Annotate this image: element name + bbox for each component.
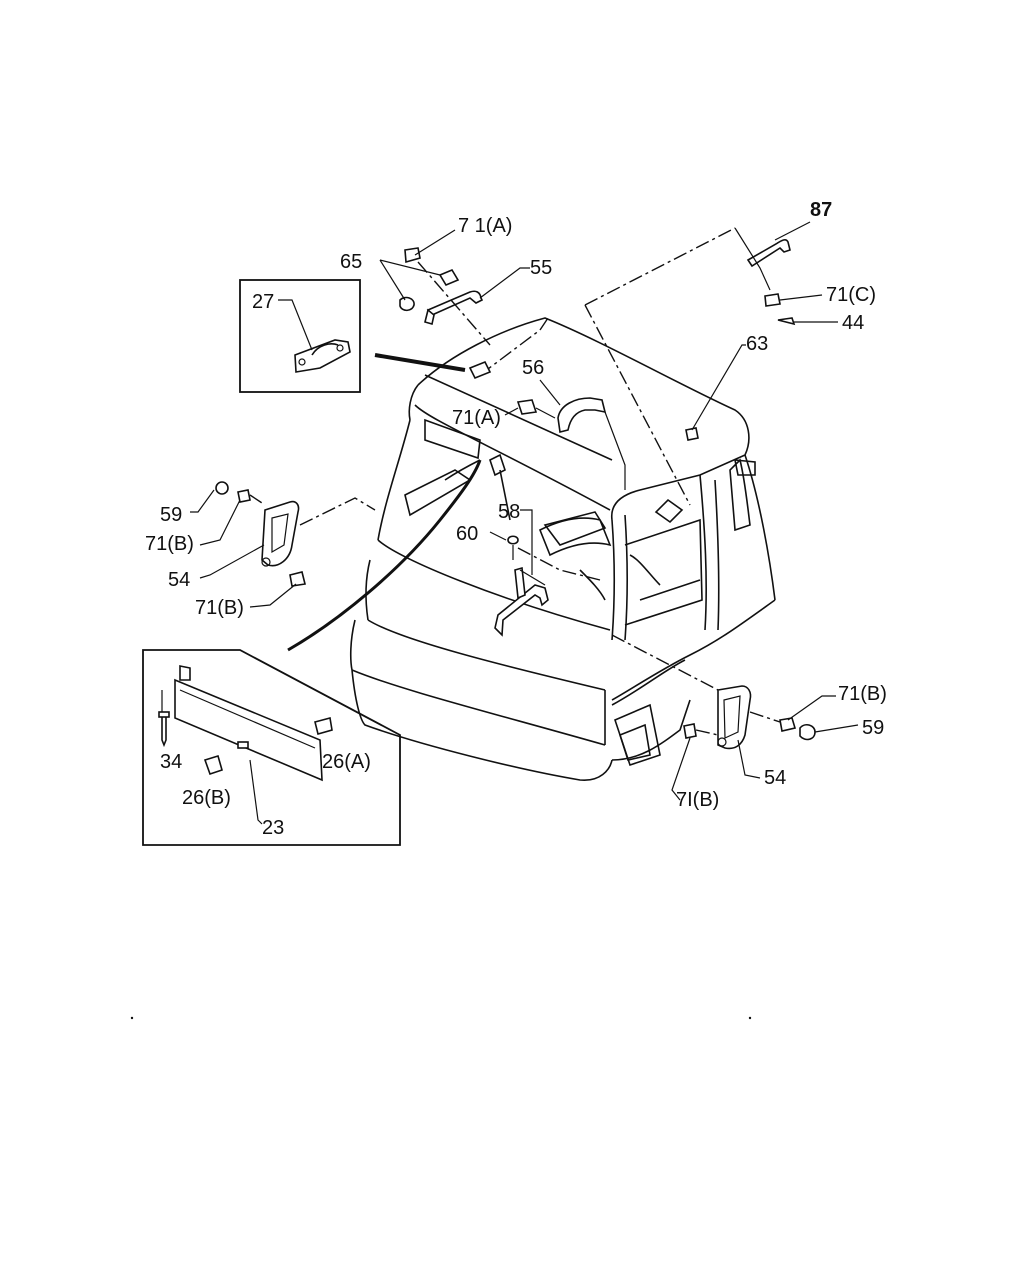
cap-59-left: [215, 481, 229, 495]
callout-63: 63: [746, 333, 768, 355]
bracket-56: [557, 397, 607, 433]
grab-bar-58: [494, 566, 549, 637]
inset-box-23: [142, 649, 401, 846]
callout-71b-left2: 71(B): [195, 597, 244, 619]
cap-59-right: [799, 723, 816, 741]
callout-58: 58: [498, 501, 520, 523]
step-bracket-54-right: [717, 685, 752, 750]
callout-60: 60: [456, 523, 478, 545]
callout-44: 44: [842, 312, 864, 334]
bolt-71b-right1: [779, 717, 797, 732]
callout-71a-mid: 71(A): [452, 407, 501, 429]
callout-65: 65: [340, 251, 362, 273]
callout-54-left: 54: [168, 569, 190, 591]
callout-71c: 71(C): [826, 284, 876, 306]
grab-handle-87: [746, 239, 791, 268]
callout-87: 87: [810, 199, 832, 221]
cap-65-b: [438, 268, 460, 287]
callout-26a: 26(A): [322, 751, 371, 773]
bolt-71a-mid: [516, 399, 538, 415]
callout-71b-left1: 71(B): [145, 533, 194, 555]
scan-dot: [748, 1016, 752, 1020]
callout-59-right: 59: [862, 717, 884, 739]
callout-54-right: 54: [764, 767, 786, 789]
inset-box-27: [239, 279, 361, 393]
callout-34: 34: [160, 751, 182, 773]
clip-26a: [314, 717, 333, 735]
cab-body: [349, 317, 776, 781]
callout-55: 55: [530, 257, 552, 279]
clip-26b: [203, 754, 223, 776]
callout-71a-top: 7 1(A): [458, 215, 512, 237]
callout-27: 27: [252, 291, 274, 313]
callout-26b: 26(B): [182, 787, 231, 809]
screw-34: [158, 711, 170, 748]
cap-65-a: [399, 296, 415, 312]
handle-55: [424, 290, 484, 326]
sun-visor-23: [174, 665, 323, 782]
callout-59-left: 59: [160, 504, 182, 526]
clip-44: [777, 317, 796, 326]
callout-23: 23: [262, 817, 284, 839]
bolt-71a-top: [404, 247, 421, 264]
leader-arrow-27: [374, 353, 466, 372]
bolt-71b-left1: [237, 489, 251, 503]
bracket-27-part: [294, 339, 351, 373]
callout-71b-right2: 7I(B): [676, 789, 719, 811]
bolt-71c: [764, 293, 781, 307]
screw-60: [507, 535, 519, 545]
step-bracket-54-left: [261, 500, 300, 567]
callout-71b-right1: 71(B): [838, 683, 887, 705]
callout-56: 56: [522, 357, 544, 379]
wire-harness: [287, 459, 482, 652]
bolt-71b-left2: [289, 571, 306, 587]
bolt-71b-right2: [683, 723, 697, 739]
scan-dot: [130, 1016, 134, 1020]
